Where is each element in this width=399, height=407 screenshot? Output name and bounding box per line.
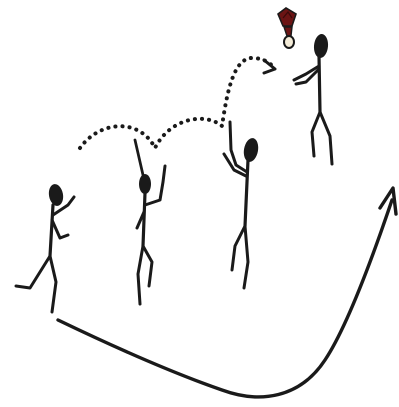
figure-head <box>139 174 151 194</box>
curved-arrow-icon <box>58 188 396 397</box>
stick-figure-3 <box>224 122 260 288</box>
figure-head <box>47 183 65 207</box>
flight-path-arrowhead <box>264 60 275 73</box>
shuttlecock-icon <box>278 8 296 48</box>
figure-head <box>242 137 260 163</box>
stick-figure-4 <box>294 33 332 164</box>
shuttle-flight-path <box>80 58 274 148</box>
stick-figure-1 <box>16 183 74 312</box>
stick-figure-2 <box>135 140 165 304</box>
figure-head <box>313 33 329 58</box>
